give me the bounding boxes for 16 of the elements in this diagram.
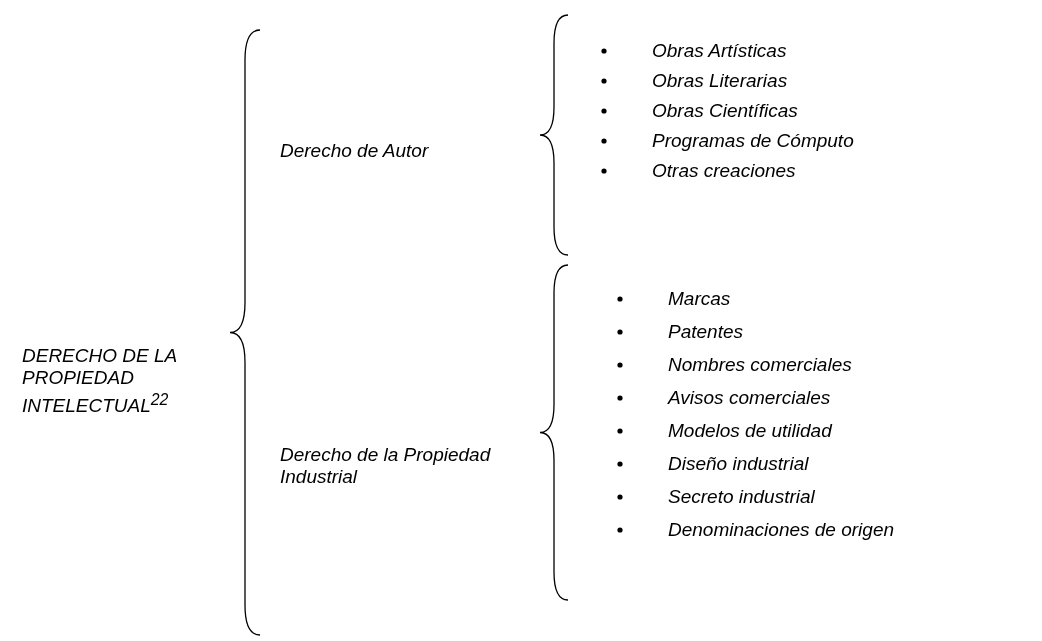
branch-heading: Derecho de Autor — [280, 140, 429, 162]
list-item: Avisos comerciales — [668, 387, 831, 409]
list-item: Nombres comerciales — [668, 354, 852, 376]
list-item: Programas de Cómputo — [652, 130, 854, 152]
branch-heading: Derecho de la Propiedad Industrial — [280, 444, 492, 488]
list-item: Marcas — [668, 288, 731, 310]
list-item: Otras creaciones — [652, 160, 796, 182]
list-item: Diseño industrial — [668, 453, 809, 475]
root-heading: DERECHO DE LA PROPIEDAD INTELECTUAL$^{22}$ — [22, 345, 178, 418]
list-item: Obras Científicas — [652, 100, 798, 122]
list-item: Obras Artísticas — [652, 40, 787, 62]
list-item: Patentes — [668, 321, 743, 343]
list-item: Denominaciones de origen — [668, 519, 895, 541]
list-item: Modelos de utilidad — [668, 420, 832, 442]
list-item: Obras Literarias — [652, 70, 788, 92]
list-item: Secreto industrial — [668, 486, 815, 508]
